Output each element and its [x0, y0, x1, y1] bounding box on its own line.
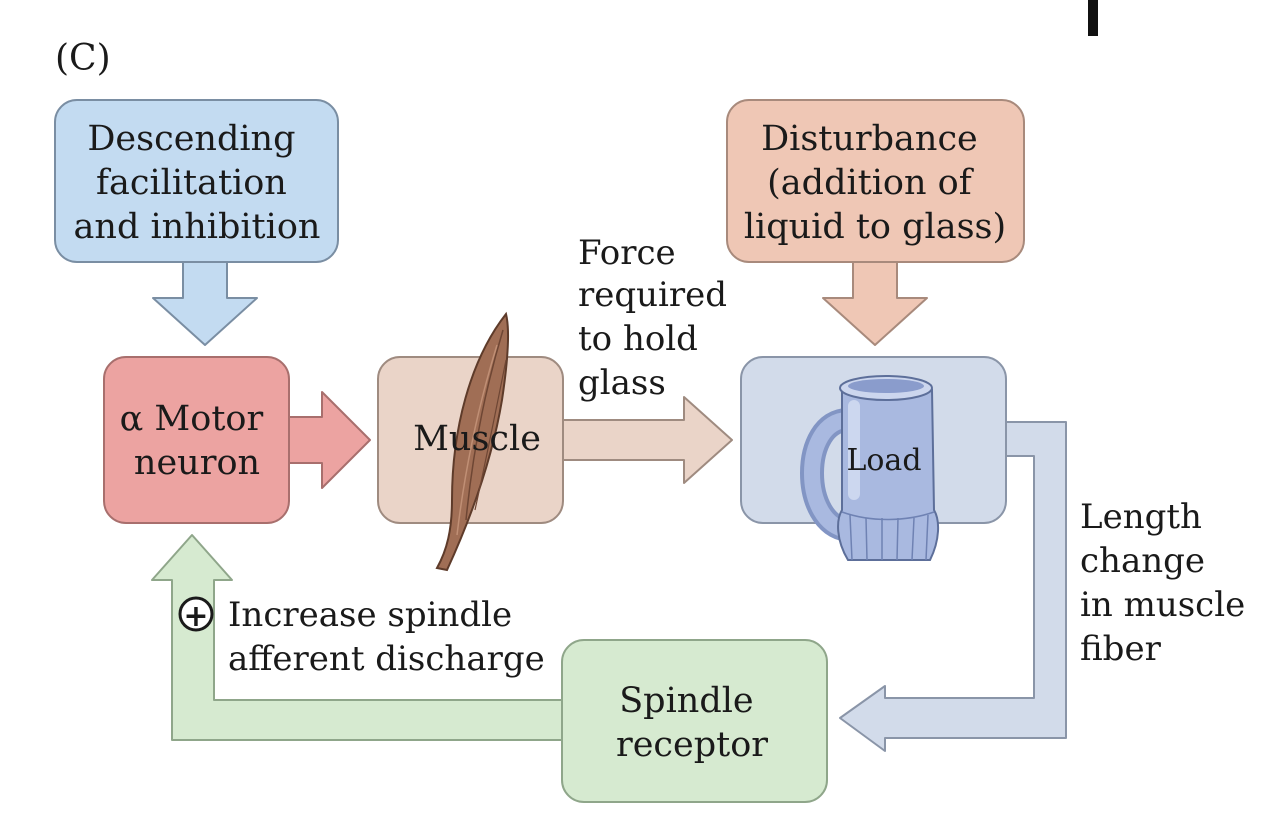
descending-text: Descending facilitation and inhibition	[74, 119, 321, 247]
plus-sign-icon: +	[178, 596, 214, 634]
muscle-to-load-arrow	[554, 396, 733, 484]
disturbance-box	[726, 99, 1025, 263]
motor-neuron-text: α Motor neuron	[120, 399, 275, 483]
glass-mug-icon	[800, 375, 940, 561]
spindle-receptor-text: Spindle receptor	[616, 681, 768, 765]
spindle-receptor-box	[561, 639, 828, 803]
load-text: Load	[846, 443, 921, 478]
edge-mark	[1088, 0, 1098, 36]
motor-to-muscle-arrow	[279, 391, 371, 489]
length-change-label: Length change in muscle fiber	[1080, 497, 1256, 669]
length-change-arrow	[839, 421, 1067, 752]
descending-box	[54, 99, 339, 263]
disturbance-text: Disturbance (addition of liquid to glass…	[744, 119, 1006, 247]
force-label: Force required to hold glass	[578, 233, 738, 403]
panel-label: (C)	[55, 38, 111, 79]
motor-neuron-box	[103, 356, 290, 524]
feedback-arrow	[151, 534, 571, 741]
muscle-text: Muscle	[413, 419, 541, 459]
plus-sign-text: +	[183, 599, 208, 634]
increase-discharge-label: Increase spindle afferent discharge	[228, 595, 545, 679]
muscle-illustration	[435, 311, 510, 572]
